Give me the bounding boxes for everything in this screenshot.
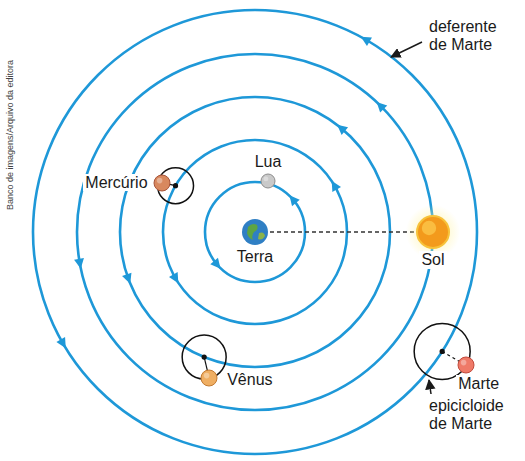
planet-disc — [458, 357, 474, 373]
body-outline — [417, 216, 449, 248]
direction-arrow — [169, 272, 178, 283]
venus-body: Vênus — [201, 370, 217, 386]
direction-arrow — [377, 102, 388, 113]
image-credit: Banco de imagens/Arquivo da editora — [6, 58, 16, 212]
moon-body: Lua — [261, 174, 275, 188]
epicycle-center — [440, 349, 445, 354]
direction-arrow — [337, 125, 348, 135]
leader-line — [429, 380, 431, 394]
direction-arrow — [210, 258, 220, 269]
direction-arrow — [361, 37, 372, 46]
body-outline — [458, 357, 474, 373]
deferent-label: deferente de Marte — [427, 18, 515, 55]
body-label: Lua — [253, 153, 284, 171]
sun-body: Sol — [417, 216, 449, 248]
deferent-ring — [205, 182, 305, 282]
epicycle-label: epicicloide de Marte — [427, 397, 515, 434]
deferent-ring — [77, 54, 433, 410]
planet-highlight — [263, 176, 268, 181]
body-label: Marte — [456, 375, 501, 393]
epicycles — [158, 168, 471, 380]
leader-line — [391, 42, 422, 57]
mars-body: Marte — [458, 357, 474, 373]
planet-highlight — [204, 373, 210, 379]
earth-ocean — [242, 219, 268, 245]
direction-arrow — [56, 337, 65, 348]
body-outline — [261, 174, 275, 188]
planet-highlight — [461, 360, 467, 366]
sun-highlight — [422, 221, 436, 235]
direction-arrow — [74, 258, 84, 269]
deferent-rings — [33, 10, 477, 454]
earth-land — [258, 232, 265, 239]
mercury-body: Mercúrio — [154, 175, 170, 191]
body-label: Sol — [419, 251, 446, 269]
earth-globe: Terra — [242, 219, 268, 245]
sun-disc — [417, 216, 449, 248]
body-label: Vênus — [225, 371, 274, 389]
direction-arrow — [289, 195, 299, 206]
planet-disc — [261, 174, 275, 188]
epicycle-center — [173, 183, 178, 188]
direction-arrow — [332, 181, 341, 192]
planet-disc — [154, 175, 170, 191]
epicycle-center — [202, 354, 207, 359]
body-label: Mercúrio — [83, 174, 149, 192]
body-outline — [154, 175, 170, 191]
body-outline — [201, 370, 217, 386]
direction-arrow — [122, 273, 131, 284]
body-label: Terra — [235, 248, 275, 266]
planet-highlight — [156, 177, 162, 183]
sightline-dashed — [270, 231, 415, 232]
planet-disc — [201, 370, 217, 386]
epicycle-arm — [204, 357, 209, 378]
earth-land — [247, 224, 258, 240]
deferent-ring — [33, 10, 477, 454]
body-outline — [242, 219, 268, 245]
